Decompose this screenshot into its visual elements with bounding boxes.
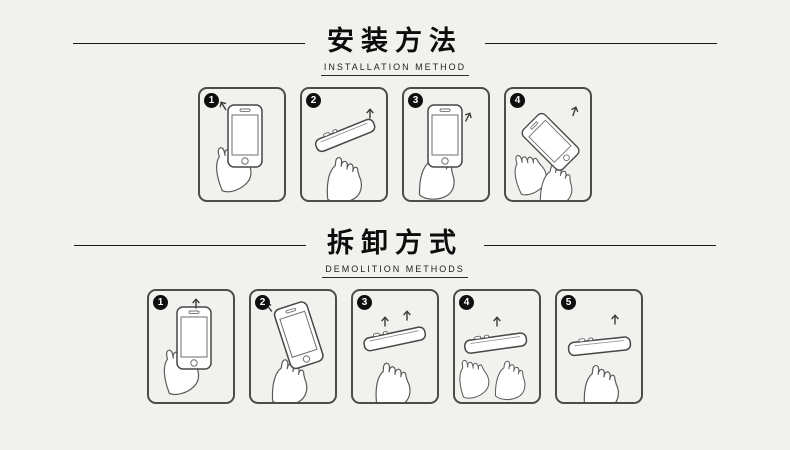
phone-front-illustration	[176, 306, 212, 370]
phone-front-illustration	[272, 299, 326, 371]
removal-header: 拆卸方式 DEMOLITION METHODS	[0, 228, 790, 279]
phone-side-illustration	[312, 114, 378, 154]
remove-step-1: 1	[147, 289, 235, 405]
installation-subtitle: INSTALLATION METHOD	[320, 59, 470, 77]
phone-side-illustration	[462, 329, 528, 355]
step-number-badge: 3	[357, 295, 372, 311]
removal-title-block: 拆卸方式 DEMOLITION METHODS	[322, 228, 468, 279]
removal-title: 拆卸方式	[326, 228, 463, 260]
installation-steps: 1 2 3	[0, 87, 790, 203]
arrow-up-icon	[366, 108, 374, 119]
hand-illustration	[493, 359, 530, 403]
install-step-4: 4	[504, 87, 592, 203]
hand-illustration	[456, 357, 492, 400]
install-step-2: 2	[300, 87, 388, 203]
step-number-badge: 3	[408, 93, 423, 109]
step-number-badge: 4	[459, 295, 474, 311]
installation-title: 安装方法	[327, 26, 463, 57]
header-left-rule	[72, 43, 305, 44]
arrow-up-icon	[217, 100, 230, 112]
header-right-rule	[485, 43, 718, 44]
phone-side-illustration	[566, 333, 632, 357]
removal-steps: 1 2 3	[0, 289, 790, 405]
hand-illustration	[325, 156, 365, 201]
arrow-up-icon	[462, 111, 474, 124]
installation-title-block: 安装方法 INSTALLATION METHOD	[320, 26, 470, 77]
installation-section: 安装方法 INSTALLATION METHOD 1 2	[0, 26, 790, 203]
removal-section: 拆卸方式 DEMOLITION METHODS 1 2	[0, 228, 790, 405]
install-step-1: 1	[198, 87, 286, 203]
step-number-badge: 1	[204, 93, 219, 109]
remove-step-5: 5	[555, 289, 643, 405]
arrow-up-icon	[403, 310, 411, 321]
header-right-rule	[483, 245, 716, 247]
phone-front-illustration	[227, 104, 263, 168]
install-step-3: 3	[402, 87, 490, 203]
arrow-up-icon	[381, 316, 389, 327]
header-left-rule	[74, 245, 307, 247]
remove-step-3: 3	[351, 289, 439, 405]
arrow-up-icon	[569, 105, 580, 118]
step-number-badge: 5	[561, 295, 576, 311]
step-number-badge: 4	[510, 93, 525, 109]
hand-illustration	[582, 364, 622, 403]
remove-step-4: 4	[453, 289, 541, 405]
hand-illustration	[374, 362, 413, 403]
step-number-badge: 2	[255, 295, 270, 311]
step-number-badge: 1	[153, 295, 168, 311]
step-number-badge: 2	[306, 93, 321, 109]
removal-subtitle: DEMOLITION METHODS	[322, 261, 468, 279]
arrow-up-icon	[611, 314, 619, 325]
arrow-up-icon	[493, 316, 501, 327]
remove-step-2: 2	[249, 289, 337, 405]
installation-header: 安装方法 INSTALLATION METHOD	[0, 26, 790, 77]
phone-front-illustration	[427, 104, 463, 168]
phone-side-illustration	[361, 322, 428, 353]
